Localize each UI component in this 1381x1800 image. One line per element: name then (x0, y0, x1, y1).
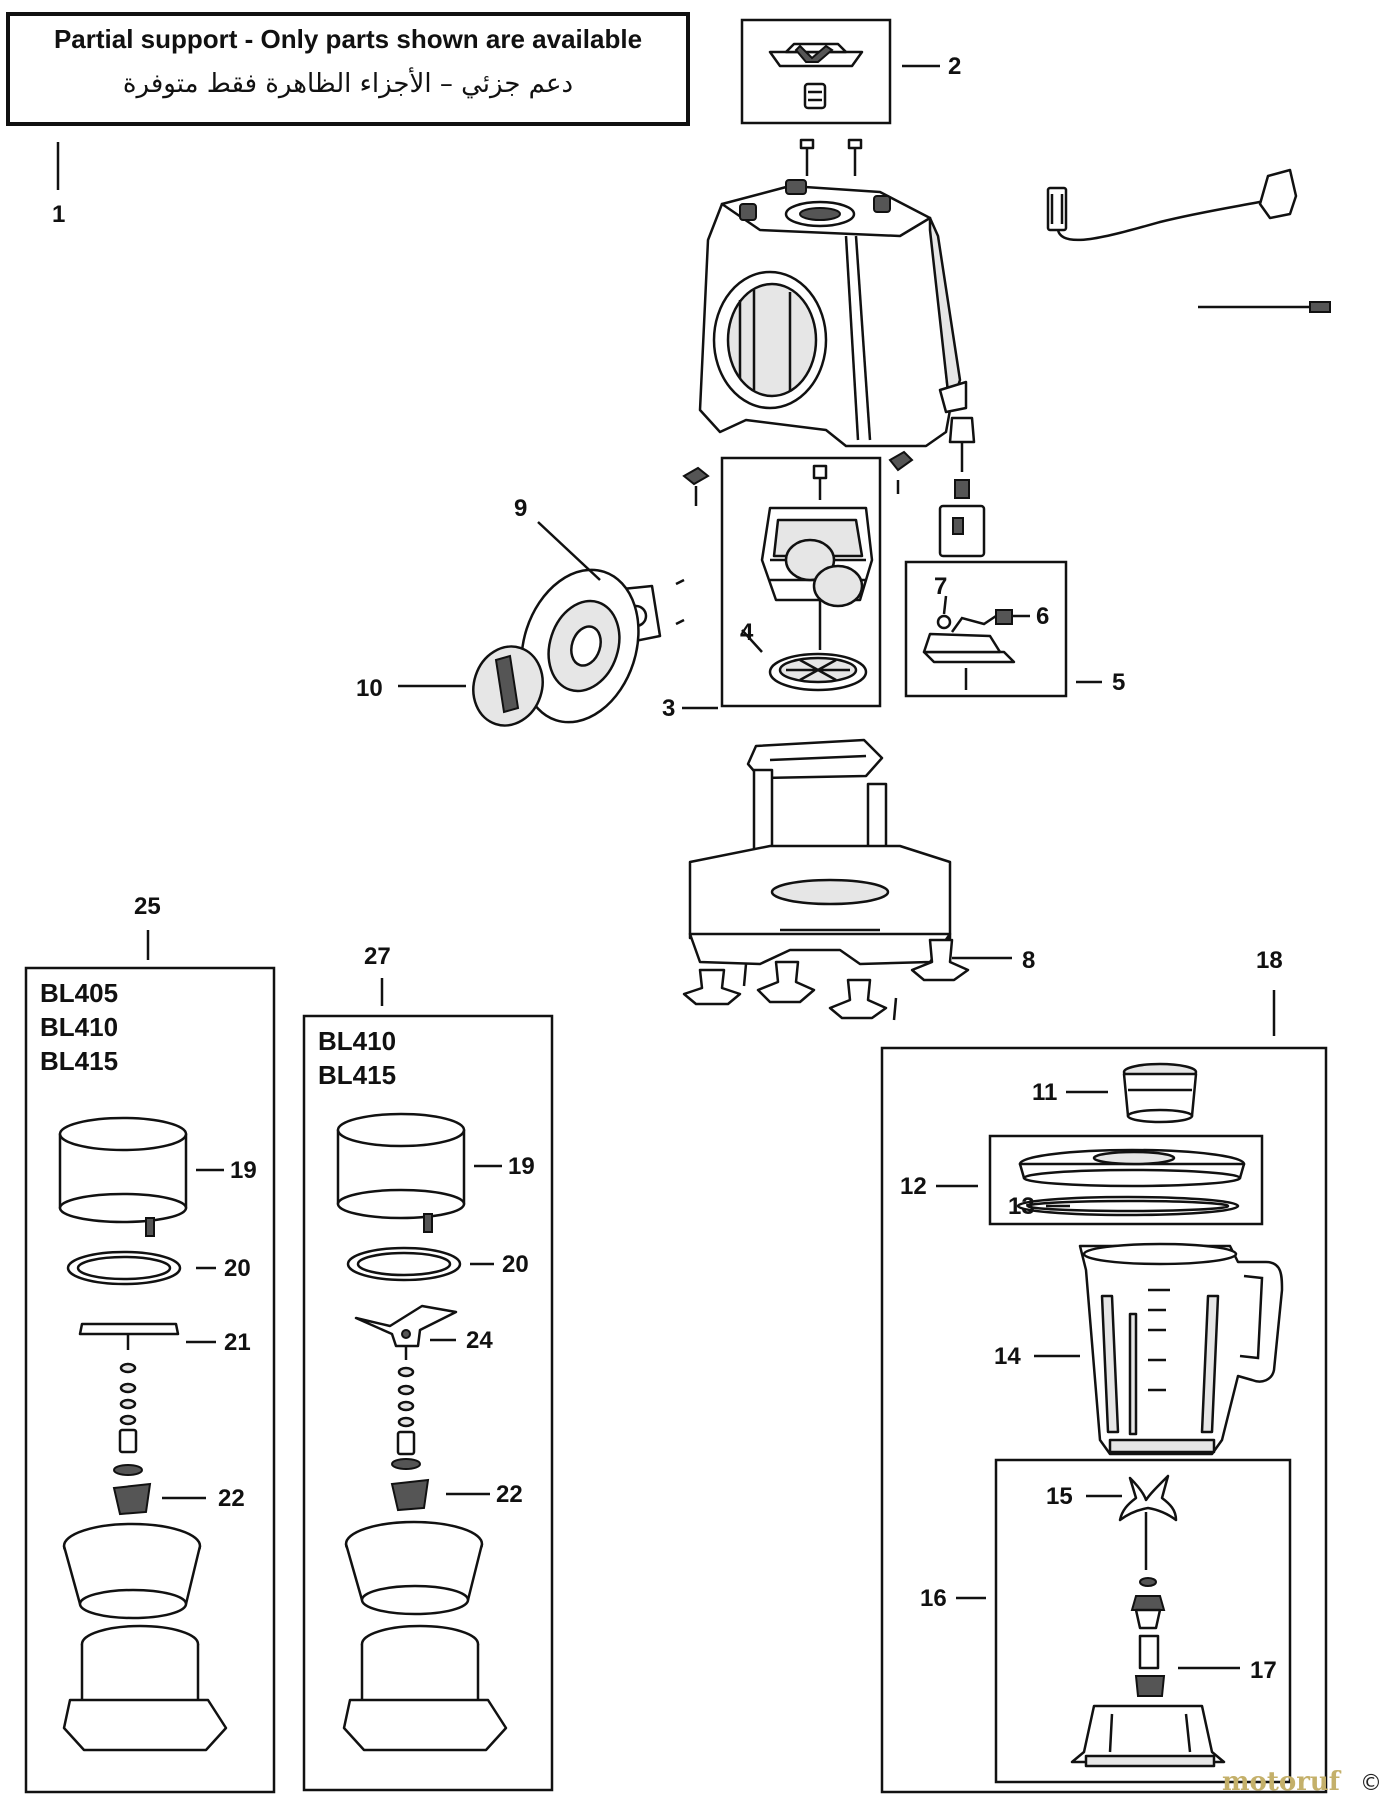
part-label-27: 27 (364, 943, 391, 970)
part-label-10: 10 (356, 675, 383, 702)
kit-27-bowl (344, 1520, 484, 1616)
upper-housing (698, 138, 968, 448)
kit-27-model-1: BL410 (318, 1026, 396, 1056)
part-11-lid-cap (1122, 1062, 1198, 1124)
part-label-14: 14 (994, 1343, 1021, 1370)
part-label-9: 9 (514, 495, 527, 522)
kit-25-washers (113, 1362, 143, 1476)
part-label-1: 1 (52, 201, 65, 228)
kit-25-model-1: BL405 (40, 978, 118, 1008)
motor-base (688, 738, 952, 966)
part-label-8: 8 (1022, 947, 1035, 974)
part-15-blade (1118, 1474, 1178, 1570)
part-label-20-b: 20 (502, 1251, 529, 1278)
power-cord (1046, 168, 1298, 242)
watermark: motoruf © (1222, 1767, 1381, 1797)
kit-27-drive-22 (390, 1478, 430, 1512)
part-label-7: 7 (934, 573, 947, 600)
watermark-text: motoruf (1222, 1767, 1342, 1797)
part-label-25: 25 (134, 893, 161, 920)
part-label-19-a: 19 (230, 1157, 257, 1184)
part-label-5: 5 (1112, 669, 1125, 696)
part-label-24: 24 (466, 1327, 493, 1354)
part-5-switch-board (904, 560, 1068, 698)
part-17-drive-socket (1134, 1675, 1166, 1697)
kit-27-box: BL410 BL415 (302, 1014, 554, 1792)
part-label-18: 18 (1256, 947, 1283, 974)
part-label-17: 17 (1250, 1657, 1277, 1684)
part-label-6: 6 (1036, 603, 1049, 630)
kit-25-bowl (62, 1522, 202, 1620)
notice-english: Partial support - Only parts shown are a… (54, 24, 642, 54)
part-14-jar (1078, 1242, 1284, 1456)
kit-25-box: BL405 BL410 BL415 (24, 966, 276, 1794)
kit-25-base (62, 1624, 228, 1752)
kit-18-box (880, 1046, 1328, 1794)
jar-base (1070, 1704, 1226, 1768)
kit-25-drive-22 (112, 1482, 152, 1516)
part-label-11: 11 (1032, 1079, 1057, 1106)
kit-25-model-3: BL415 (40, 1046, 118, 1076)
kit-25-lid (58, 1116, 188, 1237)
partial-support-notice: Partial support - Only parts shown are a… (6, 12, 690, 126)
notice-arabic: دعم جزئي – الأجزاء الظاهرة فقط متوفرة (123, 66, 573, 99)
part-10-control-knob (472, 645, 544, 727)
kit-25-model-2: BL410 (40, 1012, 118, 1042)
part-9-speed-switch (520, 568, 685, 724)
kit-25-blade-21 (78, 1322, 180, 1350)
part-label-4: 4 (740, 619, 754, 646)
part-label-22-b: 22 (496, 1481, 523, 1508)
part-12-lid-box (988, 1134, 1264, 1226)
kit-25-gasket (66, 1250, 182, 1286)
part-label-20-a: 20 (224, 1255, 251, 1282)
part-3-motor-assembly (720, 456, 882, 708)
part-label-2: 2 (948, 53, 961, 80)
part-label-15: 15 (1046, 1483, 1073, 1510)
kit-27-washers (391, 1366, 421, 1470)
motor-clips (682, 450, 914, 506)
part-label-21: 21 (224, 1329, 251, 1356)
kit-27-gasket (346, 1246, 462, 1282)
kit-27-base (342, 1624, 508, 1752)
kit-27-blade-24 (354, 1304, 458, 1360)
part-label-22-a: 22 (218, 1485, 245, 1512)
watermark-copyright: © (1360, 1771, 1381, 1796)
part-2-coupler (740, 18, 892, 125)
part-8-feet (682, 938, 970, 1021)
cord-strain-rod (1198, 301, 1331, 313)
part-label-13: 13 (1008, 1193, 1035, 1220)
part-label-12: 12 (900, 1173, 927, 1200)
part-label-19-b: 19 (508, 1153, 535, 1180)
part-16-bearing-stack (1130, 1577, 1166, 1670)
part-16-blade-assembly-box (994, 1458, 1292, 1784)
part-13-lid-seal (1016, 1195, 1240, 1217)
part-label-16: 16 (920, 1585, 947, 1612)
switch-pin (938, 416, 986, 558)
kit-27-lid (336, 1112, 466, 1233)
kit-27-model-2: BL415 (318, 1060, 396, 1090)
part-label-3: 3 (662, 695, 675, 722)
